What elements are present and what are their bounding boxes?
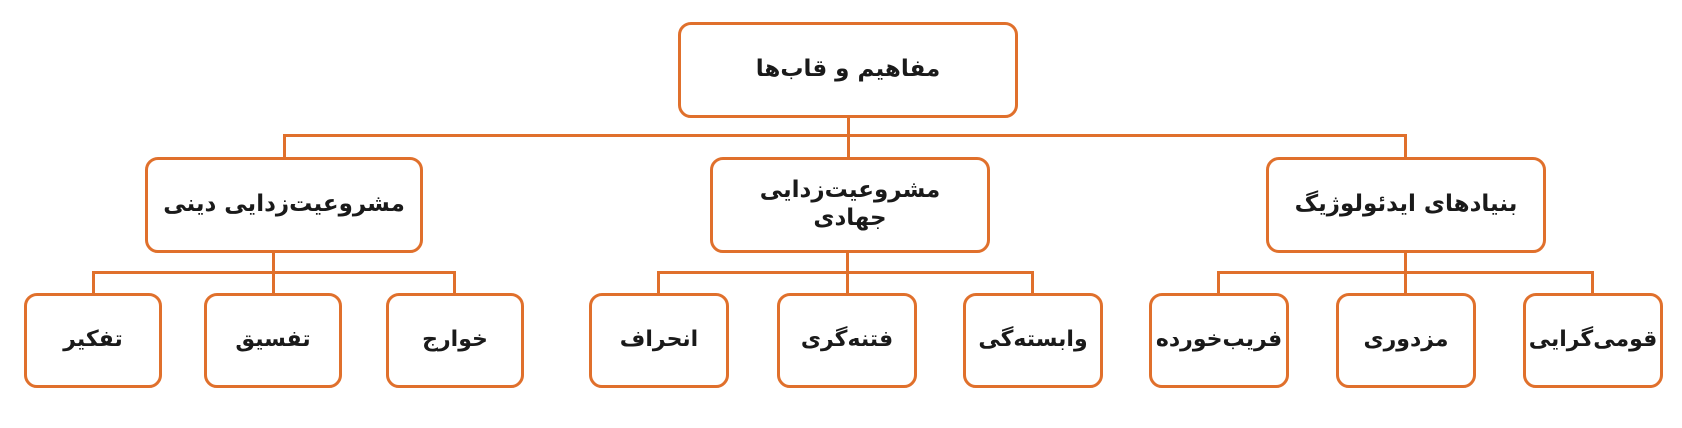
node-leaf-ethnicism: قومی‌گرایی [1523, 293, 1663, 388]
node-leaf-deceived: فریب‌خورده [1149, 293, 1289, 388]
node-branch-jihadi-delegitimization: مشروعیت‌زدایی جهادی [710, 157, 990, 253]
node-branch-religious-delegitimization: مشروعیت‌زدایی دینی [145, 157, 423, 253]
node-leaf-khawarij: خوارج [386, 293, 524, 388]
connector-drop-dependency [1031, 271, 1034, 293]
connector-drop-deviation [657, 271, 660, 293]
node-leaf-mercenarism: مزدوری [1336, 293, 1476, 388]
node-leaf-deviation: انحراف [589, 293, 729, 388]
node-leaf-takfir: تفکیر [24, 293, 162, 388]
node-leaf-dependency: وابسته‌گی [963, 293, 1103, 388]
node-branch-ideological-foundations: بنیادهای ایدئولوژیگ [1266, 157, 1546, 253]
node-root: مفاهیم و قاب‌ها [678, 22, 1018, 118]
connector-religious-bus [93, 271, 455, 274]
connector-ideological-bus [1219, 271, 1593, 274]
node-leaf-sedition: فتنه‌گری [777, 293, 917, 388]
connector-root-drop [847, 118, 850, 157]
connector-drop-khawarij [453, 271, 456, 293]
connector-drop-deceived [1217, 271, 1220, 293]
connector-drop-ethnicism [1591, 271, 1594, 293]
node-leaf-tafsiq: تفسیق [204, 293, 342, 388]
connector-drop-takfir [92, 271, 95, 293]
connector-drop-branch-ideological [1404, 134, 1407, 157]
connector-jihadi-bus [659, 271, 1033, 274]
connector-drop-branch-religious [283, 134, 286, 157]
connector-level2-bus [284, 134, 1406, 137]
